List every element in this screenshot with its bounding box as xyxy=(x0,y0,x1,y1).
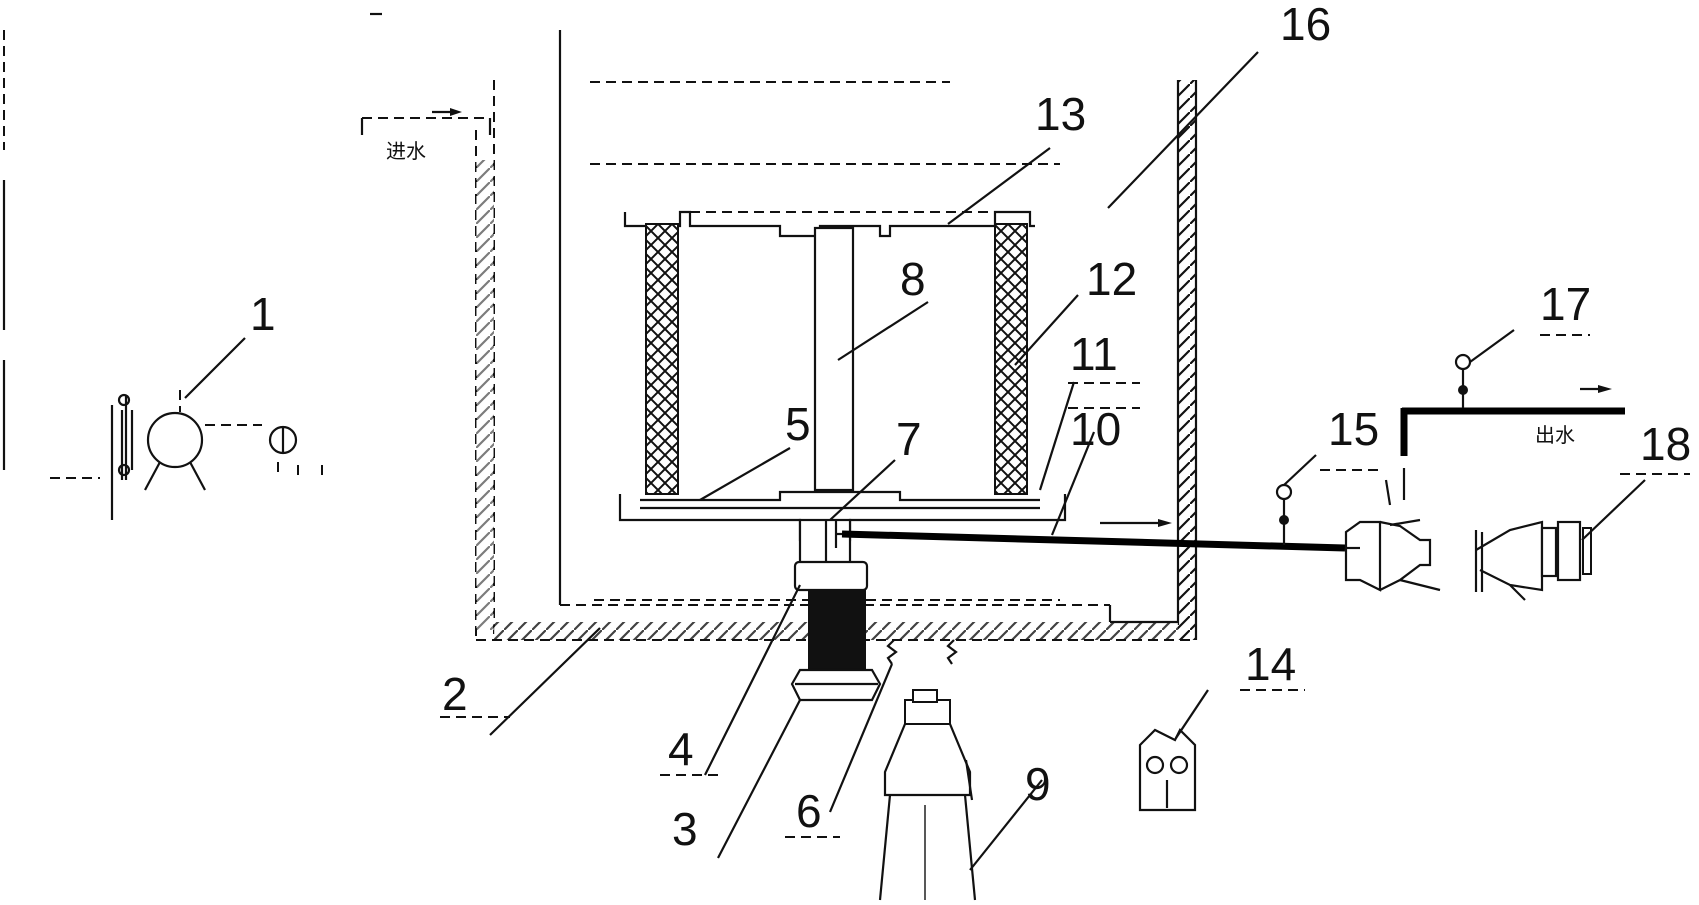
label-15: 15 xyxy=(1328,403,1379,455)
outlet-label: 出水 xyxy=(1535,423,1575,447)
label-13: 13 xyxy=(1035,88,1086,140)
outlet-pipe xyxy=(836,519,1346,552)
label-6: 6 xyxy=(796,785,822,837)
label-7: 7 xyxy=(896,413,922,465)
label-14: 14 xyxy=(1245,638,1296,690)
label-9: 9 xyxy=(1025,758,1051,810)
label-5: 5 xyxy=(785,398,811,450)
water-inlet: 进水 xyxy=(360,108,492,163)
label-12: 12 xyxy=(1086,253,1137,305)
inlet-label: 进水 xyxy=(386,139,426,163)
switch-box xyxy=(1138,728,1197,812)
leader-lines xyxy=(184,51,1690,871)
label-4: 4 xyxy=(668,723,694,775)
label-10: 10 xyxy=(1070,403,1121,455)
label-3: 3 xyxy=(672,803,698,855)
left-edge-marks xyxy=(2,12,382,479)
label-1: 1 xyxy=(250,288,276,340)
label-17: 17 xyxy=(1540,278,1591,330)
outlet-line: 出水 xyxy=(1384,353,1625,506)
gauge-15 xyxy=(1275,483,1293,545)
part-numbers: 1 2 3 4 5 6 7 8 9 10 11 12 13 14 15 16 1… xyxy=(250,0,1691,855)
outlet-pump xyxy=(1344,518,1592,601)
label-16: 16 xyxy=(1280,0,1331,50)
label-11: 11 xyxy=(1070,328,1118,380)
label-8: 8 xyxy=(900,253,926,305)
dosing-bottle xyxy=(878,639,977,901)
label-18: 18 xyxy=(1640,418,1691,470)
pump-symbol xyxy=(110,390,323,520)
label-2: 2 xyxy=(442,668,468,720)
